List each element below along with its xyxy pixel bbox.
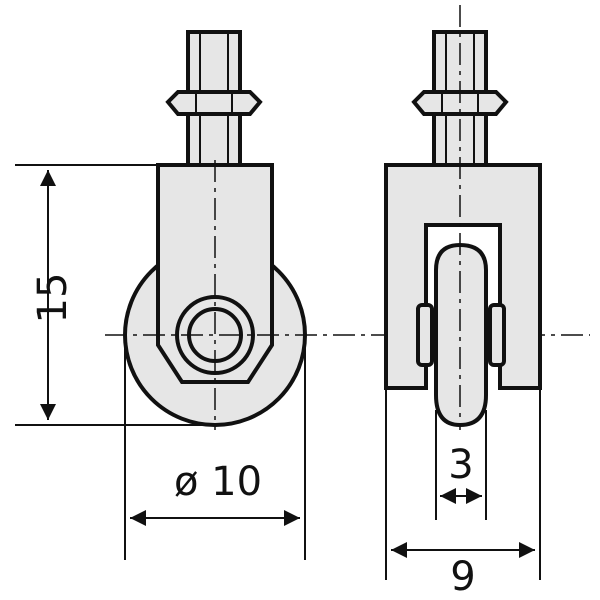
front-axle-left bbox=[416, 303, 434, 367]
front-nut bbox=[411, 90, 509, 116]
height-label: 15 bbox=[30, 273, 76, 324]
side-view bbox=[123, 30, 307, 427]
wheel-width-label: 3 bbox=[448, 442, 473, 488]
side-center-lines bbox=[105, 160, 590, 430]
total-width-label: 9 bbox=[450, 554, 475, 600]
dimension-lines bbox=[15, 164, 541, 580]
front-view bbox=[384, 30, 542, 428]
side-nut bbox=[165, 90, 263, 116]
front-axle-right bbox=[488, 303, 506, 367]
diameter-label: ø 10 bbox=[174, 459, 262, 505]
front-wheel bbox=[434, 242, 488, 428]
